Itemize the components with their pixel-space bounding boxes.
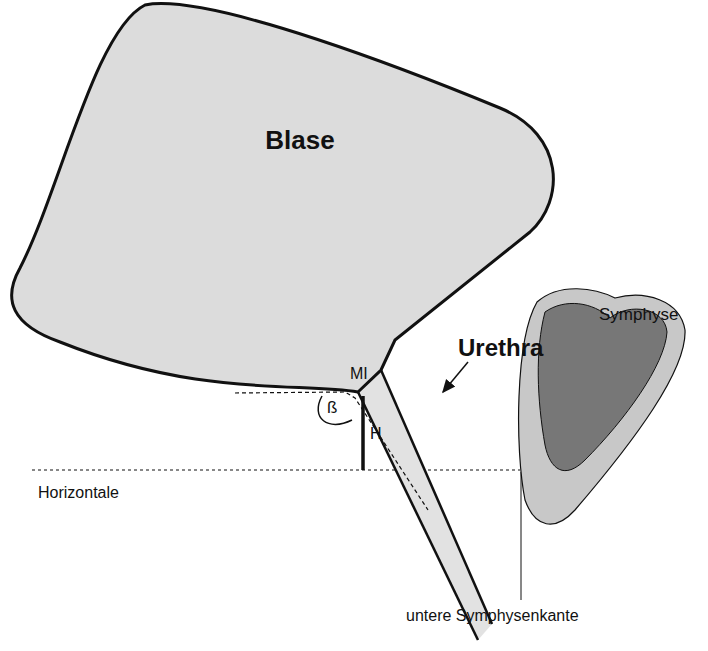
point-label: MI (350, 365, 368, 383)
node-label: Blase (265, 126, 334, 155)
organ-label: Urethra (458, 335, 543, 361)
angle-label: ß (327, 399, 337, 418)
node-label: Symphyse (599, 306, 678, 325)
height-label: H (370, 425, 382, 443)
axis-label: Horizontale (38, 484, 119, 502)
symphysis-shape: Symphyse (515, 270, 695, 530)
edge-label: untere Symphysenkante (406, 607, 579, 625)
